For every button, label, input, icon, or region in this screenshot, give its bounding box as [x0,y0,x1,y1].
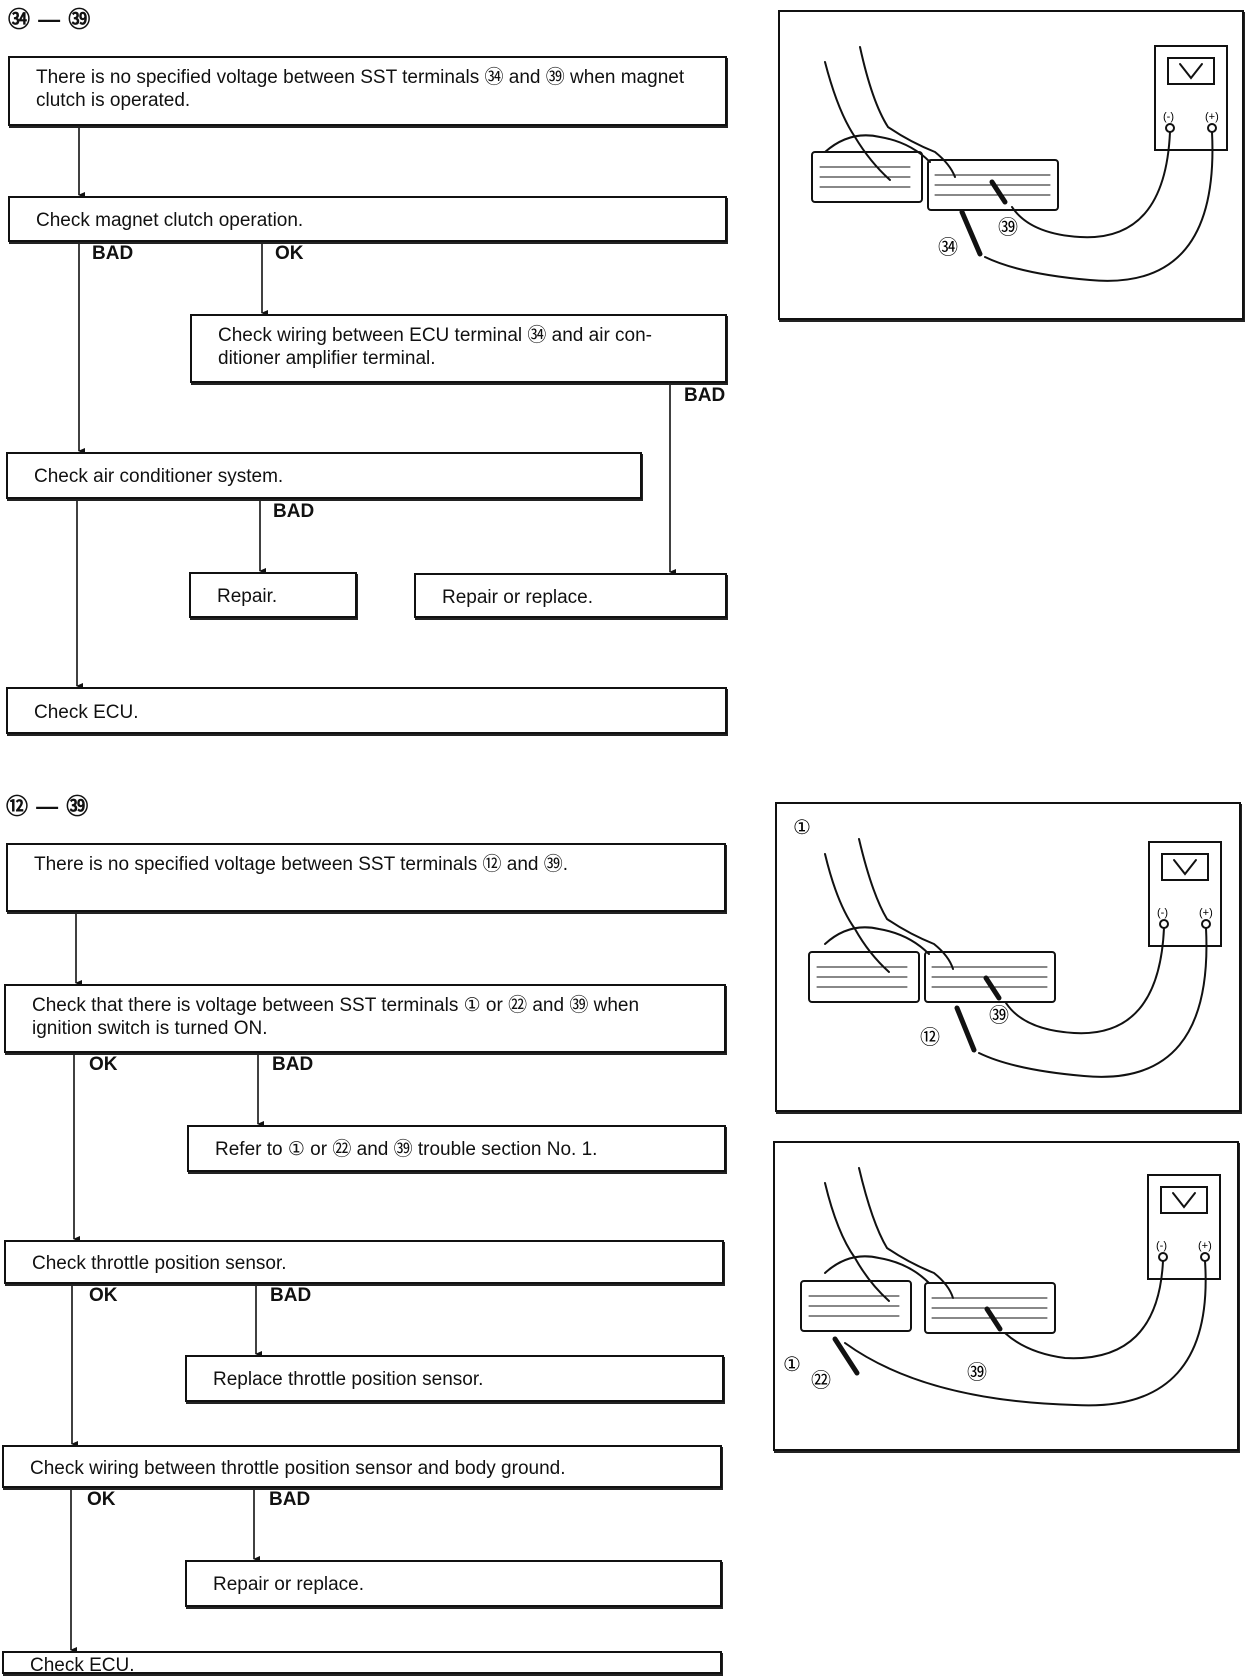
voltmeter-display [1160,1186,1208,1214]
ecu-connector-pins [931,1297,1048,1319]
voltmeter-body [1147,1174,1221,1280]
terminal-label: ㊴ [967,1360,987,1384]
test-lead [978,927,1208,1078]
flow-box-repair: Repair. [189,572,357,618]
voltmeter-needle-icon [1173,859,1197,876]
section1-heading: ㉞ — ㊴ [8,7,92,32]
voltmeter-display [1167,57,1215,85]
hand-outline [824,1255,930,1284]
meter-terminal-plus [1207,123,1217,133]
voltmeter-needle-icon [1172,1192,1196,1209]
section2-heading: ⑫ — ㊴ [6,794,90,819]
flow-box-check-voltage: Check that there is voltage between SST … [4,984,726,1053]
ecu-connector-right [927,159,1059,211]
probe [959,209,983,257]
meter-plus-label: (+) [1198,1240,1212,1252]
flow-box-check-throttle-sensor: Check throttle position sensor. [4,1240,724,1284]
terminal-label: ⑫ [920,1025,940,1049]
ecu-connector-right [924,1282,1056,1334]
voltmeter-display [1161,853,1209,881]
illustration-corner-label: ① [793,815,811,839]
label-bad: BAD [684,385,726,406]
probe [954,1005,977,1053]
voltmeter-body [1148,841,1222,947]
label-bad: BAD [92,243,134,264]
label-ok: OK [89,1285,118,1306]
test-lead [844,1260,1207,1407]
flow-box-no-voltage: There is no specified voltage between SS… [6,843,726,912]
flow-box-check-magnet-clutch: Check magnet clutch operation. [8,196,727,242]
label-bad: BAD [273,501,315,522]
ecu-connector-left [811,151,923,203]
ecu-connector-pins [816,966,908,988]
ecu-connector-left [808,951,920,1003]
label-ok: OK [87,1489,116,1510]
flow-box-check-ecu: Check ECU. [2,1651,722,1676]
terminal-label: ① [783,1352,801,1376]
flow-box-replace-throttle-sensor: Replace throttle position sensor. [185,1355,724,1402]
connector-test-illustration: ① (-) (+) ⑫ ㊴ [775,802,1241,1112]
test-lead [1005,927,1165,1035]
voltmeter-needle-icon [1179,63,1203,80]
test-lead [1004,1260,1164,1360]
flow-box-check-wiring: Check wiring between ECU terminal ㉞ and … [190,314,727,383]
flow-box-repair-or-replace: Repair or replace. [185,1560,722,1607]
connector-test-illustration: (-) (+) ㉞ ㊴ [778,10,1244,320]
probe [983,975,1002,1001]
ecu-connector-pins [819,166,911,188]
terminal-label: ㊴ [998,215,1018,239]
meter-terminal-minus [1165,123,1175,133]
probe [989,179,1008,205]
meter-plus-label: (+) [1205,111,1219,123]
meter-terminal-plus [1201,919,1211,929]
label-ok: OK [89,1054,118,1075]
probe [984,1306,1003,1332]
flow-box-check-ecu: Check ECU. [6,687,727,734]
meter-minus-label: (-) [1157,907,1168,919]
test-lead [984,131,1214,282]
hand-outline [824,134,931,163]
voltmeter-body [1154,45,1228,151]
hand-outline [824,926,930,955]
meter-minus-label: (-) [1156,1240,1167,1252]
flow-box-check-ground-wiring: Check wiring between throttle position s… [2,1445,722,1488]
ecu-connector-left [800,1280,912,1332]
flow-box-check-ac-system: Check air conditioner system. [6,452,642,499]
flow-box-no-voltage: There is no specified voltage between SS… [8,56,727,126]
ecu-connector-pins [808,1295,900,1317]
probe [832,1336,860,1376]
connector-test-illustration: (-) (+) ① ㉒ ㊴ [773,1141,1239,1451]
meter-terminal-plus [1200,1252,1210,1262]
terminal-label: ㉒ [811,1368,831,1392]
terminal-label: ㊴ [989,1003,1009,1027]
meter-minus-label: (-) [1163,111,1174,123]
meter-terminal-minus [1159,919,1169,929]
flow-box-refer-trouble-section: Refer to ① or ㉒ and ㊴ trouble section No… [187,1125,726,1172]
meter-terminal-minus [1158,1252,1168,1262]
test-lead [1011,131,1171,239]
label-bad: BAD [270,1285,312,1306]
label-bad: BAD [272,1054,314,1075]
ecu-connector-right [924,951,1056,1003]
label-bad: BAD [269,1489,311,1510]
flow-box-repair-or-replace: Repair or replace. [414,573,727,618]
terminal-label: ㉞ [938,235,958,259]
label-ok: OK [275,243,304,264]
meter-plus-label: (+) [1199,907,1213,919]
